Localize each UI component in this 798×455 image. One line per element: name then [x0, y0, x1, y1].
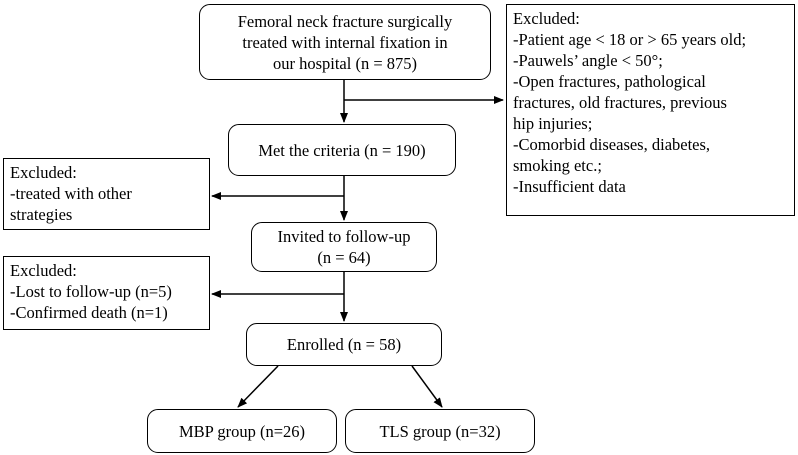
excluded-3-line-2: -Lost to follow-up (n=5): [10, 282, 172, 301]
excluded-1-heading: Excluded:: [513, 9, 580, 28]
excluded-1-line-4: -Open fractures, pathological: [513, 72, 706, 91]
excluded-1-line-7: -Comorbid diseases, diabetes,: [513, 135, 711, 154]
excluded-1-line-6: hip injuries;: [513, 114, 593, 133]
excluded-1-line-8: smoking etc.;: [513, 156, 602, 175]
excluded-box-2: Excluded: -treated with other strategies: [3, 158, 210, 230]
tls-group-label: TLS group (n=32): [379, 421, 501, 441]
invited-line-1: Invited to follow-up: [277, 227, 411, 246]
excluded-box-1: Excluded: -Patient age < 18 or > 65 year…: [506, 4, 795, 216]
excluded-3-heading: Excluded:: [10, 261, 77, 280]
criteria-line-1: Met the criteria (n = 190): [258, 140, 426, 160]
mbp-group-box: MBP group (n=26): [147, 409, 337, 453]
tls-group-box: TLS group (n=32): [345, 409, 535, 453]
criteria-box: Met the criteria (n = 190): [228, 124, 456, 176]
arrow-enrolled-to-mbp: [237, 365, 279, 408]
invited-line-2: (n = 64): [317, 248, 371, 267]
start-line-1: Femoral neck fracture surgically: [237, 11, 453, 31]
excluded-3-line-3: -Confirmed death (n=1): [10, 303, 168, 322]
start-box: Femoral neck fracture surgically treated…: [199, 4, 491, 80]
enrolled-line-1: Enrolled (n = 58): [286, 335, 402, 354]
excluded-1-line-9: -Insufficient data: [513, 177, 626, 196]
arrow-enrolled-to-tls: [411, 365, 443, 408]
start-line-2: treated with internal fixation in: [242, 32, 448, 52]
excluded-1-line-5: fractures, old fractures, previous: [513, 93, 727, 112]
mbp-group-label: MBP group (n=26): [178, 421, 306, 441]
excluded-box-3: Excluded: -Lost to follow-up (n=5) -Conf…: [3, 256, 210, 330]
excluded-2-line-3: strategies: [10, 205, 73, 224]
excluded-1-line-2: -Patient age < 18 or > 65 years old;: [513, 30, 747, 49]
invited-box: Invited to follow-up (n = 64): [251, 222, 437, 272]
excluded-1-line-3: -Pauwels’ angle < 50°;: [513, 51, 663, 70]
excluded-2-heading: Excluded:: [10, 163, 77, 182]
start-line-3: our hospital (n = 875): [272, 53, 418, 73]
enrolled-box: Enrolled (n = 58): [246, 323, 442, 366]
excluded-2-line-2: -treated with other: [10, 184, 132, 203]
